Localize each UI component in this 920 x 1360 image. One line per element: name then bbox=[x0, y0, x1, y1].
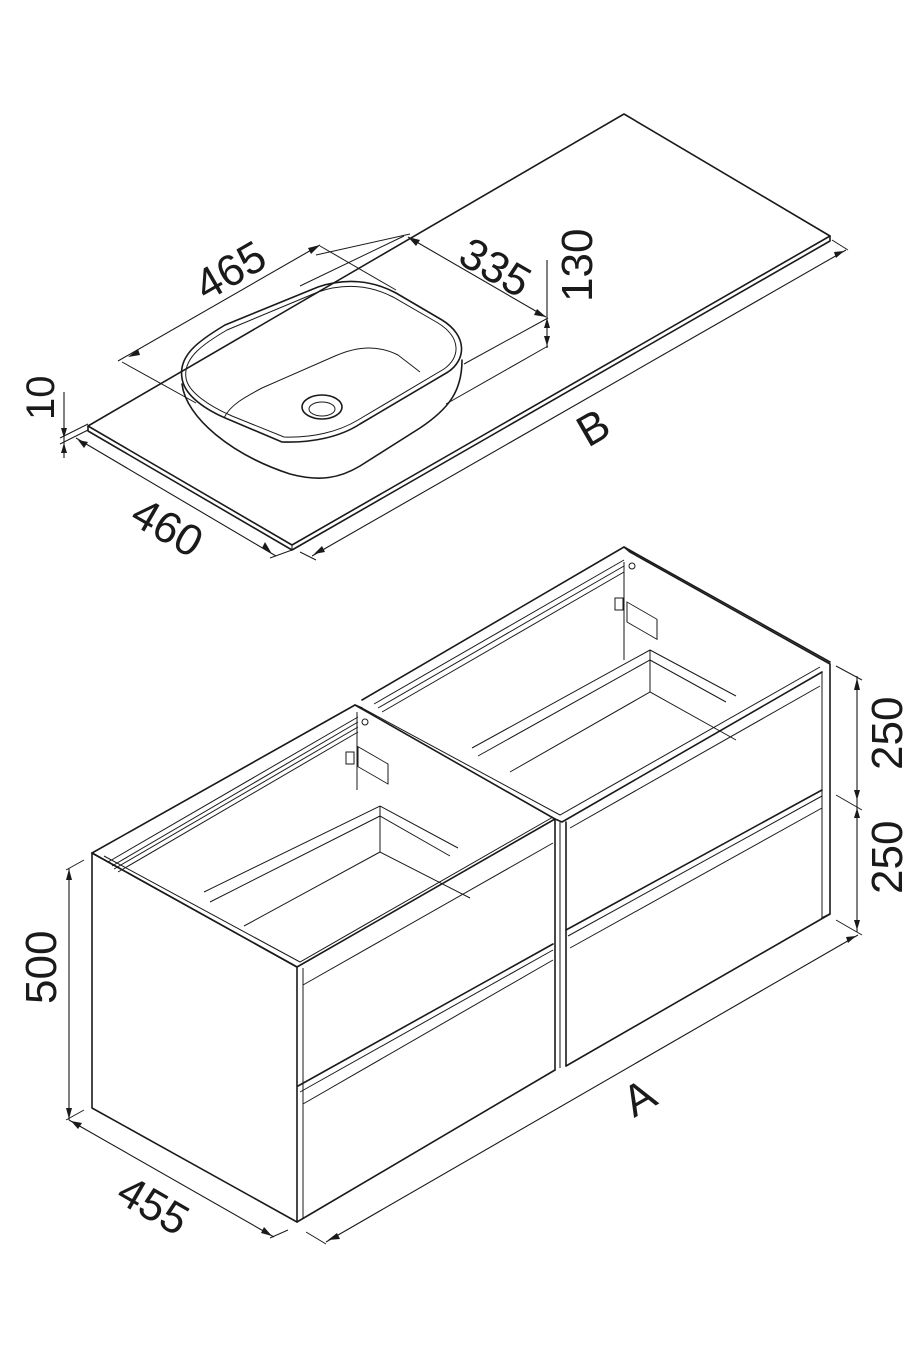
dimension-label-500: 500 bbox=[17, 931, 66, 1004]
dimension-label-130: 130 bbox=[553, 229, 602, 302]
dimension-label-335: 335 bbox=[451, 228, 539, 307]
wall-bracket-left bbox=[345, 718, 389, 785]
dimension-label-250-bottom: 250 bbox=[863, 821, 912, 894]
dimension-label-250-top: 250 bbox=[863, 697, 912, 770]
dimension-label-455: 455 bbox=[109, 1166, 197, 1245]
dimension-130: 130 bbox=[445, 229, 602, 405]
countertop bbox=[87, 113, 831, 551]
dimension-label-460: 460 bbox=[123, 488, 211, 567]
vanity-cabinet bbox=[91, 546, 831, 1223]
dimension-250-top: 250 bbox=[835, 665, 912, 936]
dimension-label-465: 465 bbox=[187, 232, 275, 311]
dimension-250-bottom: 250 bbox=[854, 808, 912, 930]
dimension-460: 460 bbox=[75, 437, 293, 567]
dimension-335: 335 bbox=[299, 228, 547, 318]
dimension-label-A: A bbox=[615, 1069, 665, 1126]
dimension-A: A bbox=[305, 934, 859, 1245]
dimension-10: 10 bbox=[19, 376, 89, 458]
dimension-455: 455 bbox=[68, 1119, 289, 1245]
dimension-500: 500 bbox=[17, 859, 85, 1121]
dimension-label-B: B bbox=[569, 400, 619, 457]
dimension-label-10: 10 bbox=[19, 376, 63, 421]
wall-bracket-right bbox=[614, 562, 658, 641]
vessel-basin bbox=[180, 280, 463, 479]
